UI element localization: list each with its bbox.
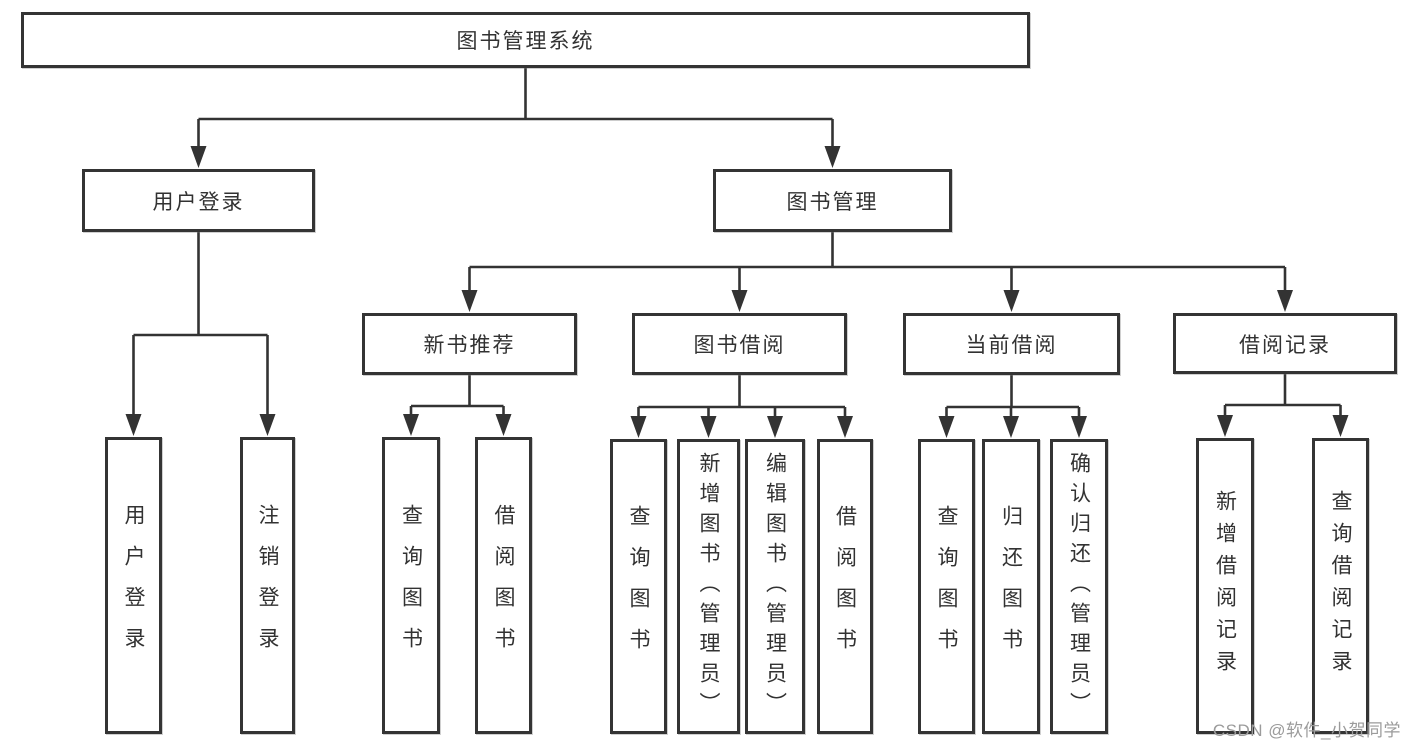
arrowhead-icon [125, 414, 142, 436]
node-v-add-record: 新增借阅记录 [1196, 438, 1254, 734]
arrowhead-icon [259, 414, 276, 436]
node-v-borrow-book-2: 借阅图书 [817, 439, 873, 734]
node-v-query-book-1: 查询图书 [382, 437, 440, 734]
node-v-query-book-2: 查询图书 [610, 439, 667, 734]
node-v-query-record: 查询借阅记录 [1312, 438, 1369, 734]
arrowhead-icon [190, 146, 207, 168]
arrowhead-icon [731, 290, 748, 312]
arrowhead-icon [1071, 416, 1087, 438]
arrowhead-icon [1277, 290, 1293, 312]
node-v-edit-book: 编辑图书（管理员） [745, 439, 805, 734]
arrowhead-icon [630, 416, 647, 438]
arrowhead-icon [767, 416, 783, 438]
node-book-borrow: 图书借阅 [632, 313, 847, 375]
node-user-login: 用户登录 [82, 169, 315, 232]
arrowhead-icon [461, 290, 478, 312]
node-new-book-rec: 新书推荐 [362, 313, 577, 375]
node-v-return-book: 归还图书 [982, 439, 1040, 734]
node-v-user-login: 用户登录 [105, 437, 162, 734]
node-v-query-book-3: 查询图书 [918, 439, 975, 734]
node-v-borrow-book-1: 借阅图书 [475, 437, 532, 734]
node-borrow-records: 借阅记录 [1173, 313, 1397, 374]
node-root: 图书管理系统 [21, 12, 1030, 68]
arrowhead-icon [700, 416, 717, 438]
arrowhead-icon [938, 416, 955, 438]
arrowhead-icon [824, 146, 841, 168]
node-book-mgmt: 图书管理 [713, 169, 952, 232]
node-current-borrow: 当前借阅 [903, 313, 1120, 375]
watermark-text: CSDN @软件_小贺同学 [1212, 721, 1401, 740]
arrowhead-icon [1217, 415, 1233, 437]
arrowhead-icon [1003, 416, 1019, 438]
arrowhead-icon [495, 414, 512, 436]
arrowhead-icon [837, 416, 853, 438]
arrowhead-icon [1003, 290, 1020, 312]
arrowhead-icon [403, 414, 419, 436]
arrowhead-icon [1332, 415, 1349, 437]
node-v-logout: 注销登录 [240, 437, 295, 734]
node-v-add-book: 新增图书（管理员） [677, 439, 740, 734]
node-v-confirm-return: 确认归还（管理员） [1050, 439, 1108, 734]
